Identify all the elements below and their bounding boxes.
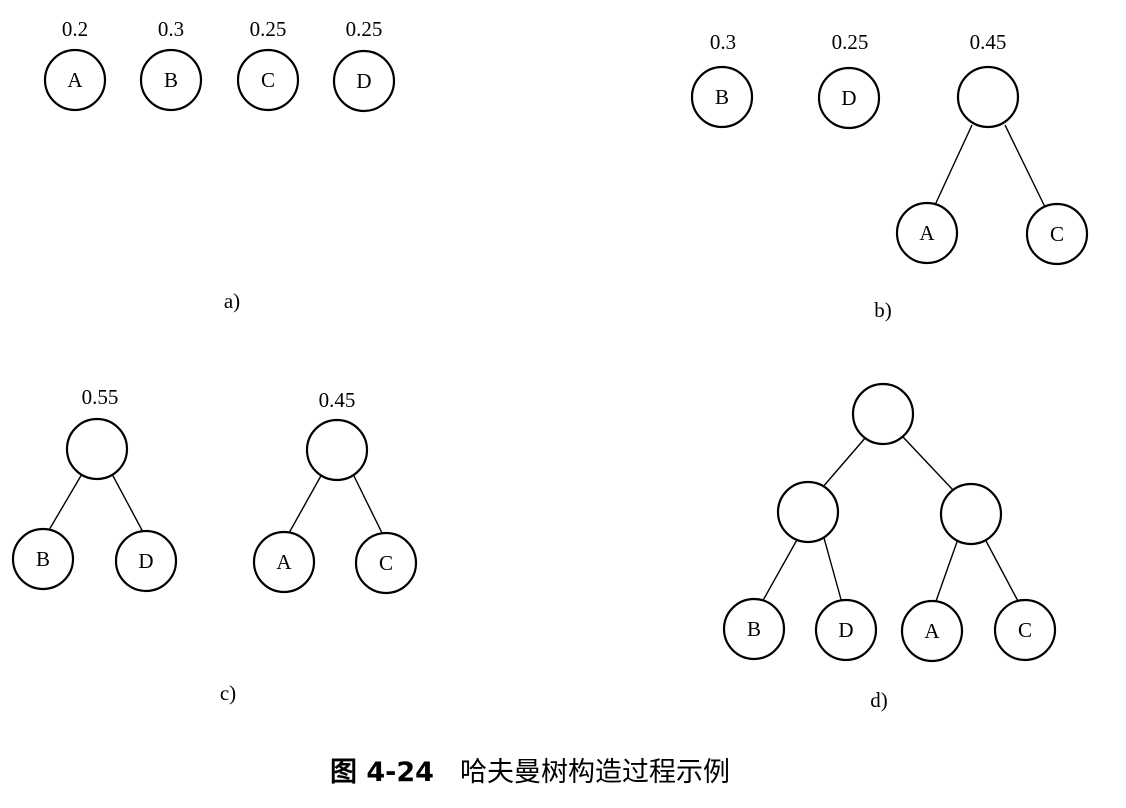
node-letter-c-5: C <box>379 551 393 575</box>
node-d-5 <box>900 599 964 663</box>
node-c-0 <box>65 417 129 481</box>
panel-d: B D A C d) <box>722 382 1057 712</box>
edge-d-right-c <box>984 538 1020 604</box>
node-letter-b-0: B <box>715 85 729 109</box>
node-letter-a-3: D <box>356 69 371 93</box>
node-d-0 <box>851 382 915 446</box>
node-b-4 <box>1025 202 1089 266</box>
edge-d-right-a <box>934 538 959 605</box>
node-a-0 <box>43 48 107 112</box>
weight-label-c-3: 0.45 <box>319 388 356 412</box>
node-letter-a-0: A <box>67 68 83 92</box>
node-letter-a-2: C <box>261 68 275 92</box>
node-letter-d-5: A <box>924 619 940 643</box>
caption-text: 哈夫曼树构造过程示例 <box>460 757 730 788</box>
node-d-6 <box>993 598 1057 662</box>
panel-label-a: a) <box>224 289 240 313</box>
edge-b-root-a <box>934 124 973 206</box>
edge-c-right-a <box>288 473 323 534</box>
edge-c-left-b <box>48 473 83 531</box>
weight-label-b-2: 0.45 <box>970 30 1007 54</box>
weight-label-a-1: 0.3 <box>158 17 184 41</box>
node-b-0 <box>690 65 754 129</box>
node-c-3 <box>305 418 369 482</box>
node-c-5 <box>354 531 418 595</box>
figure-caption: 图 4-24 哈夫曼树构造过程示例 <box>330 757 730 788</box>
edge-d-root-right <box>902 436 954 491</box>
weight-label-b-0: 0.3 <box>710 30 736 54</box>
node-letter-b-1: D <box>841 86 856 110</box>
node-d-1 <box>776 480 840 544</box>
node-b-3 <box>895 201 959 265</box>
edge-d-left-d <box>823 537 843 604</box>
weight-label-a-3: 0.25 <box>346 17 383 41</box>
node-a-1 <box>139 48 203 112</box>
edge-c-right-c <box>352 473 384 536</box>
edge-d-root-left <box>821 436 867 489</box>
edge-b-root-c <box>1004 124 1046 208</box>
node-c-1 <box>11 527 75 591</box>
node-d-4 <box>814 598 878 662</box>
node-letter-c-4: A <box>276 550 292 574</box>
panel-label-d: d) <box>870 688 888 712</box>
node-letter-b-4: C <box>1050 222 1064 246</box>
panel-a: 0.2 A 0.3 B 0.25 C 0.25 D a) <box>43 17 396 313</box>
caption-number: 图 4-24 <box>330 757 434 788</box>
weight-label-b-1: 0.25 <box>832 30 869 54</box>
node-a-3 <box>332 49 396 113</box>
panel-label-b: b) <box>874 298 892 322</box>
panel-label-c: c) <box>220 681 236 705</box>
edge-d-left-b <box>760 537 799 605</box>
weight-label-a-2: 0.25 <box>250 17 287 41</box>
node-c-2 <box>114 529 178 593</box>
node-letter-c-1: B <box>36 547 50 571</box>
edge-c-left-d <box>111 473 144 533</box>
node-letter-c-2: D <box>138 549 153 573</box>
node-d-2 <box>939 482 1003 546</box>
node-letter-b-3: A <box>919 221 935 245</box>
node-letter-a-1: B <box>164 68 178 92</box>
node-d-3 <box>722 597 786 661</box>
node-letter-d-6: C <box>1018 618 1032 642</box>
weight-label-c-0: 0.55 <box>82 385 119 409</box>
weight-label-a-0: 0.2 <box>62 17 88 41</box>
node-b-1 <box>817 66 881 130</box>
node-a-2 <box>236 48 300 112</box>
node-b-2 <box>956 65 1020 129</box>
node-letter-d-4: D <box>838 618 853 642</box>
panel-b: 0.3 B 0.25 D 0.45 A C b) <box>690 30 1089 322</box>
node-letter-d-3: B <box>747 617 761 641</box>
panel-c: 0.55 B D 0.45 A C c) <box>11 385 418 705</box>
node-c-4 <box>252 530 316 594</box>
